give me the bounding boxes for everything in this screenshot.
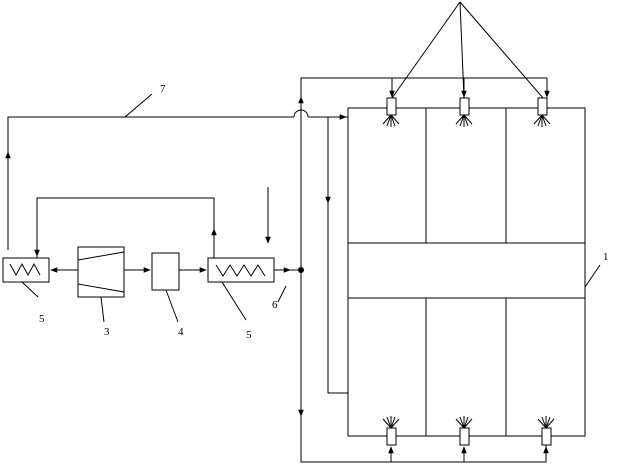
nozzle-bottom-2 xyxy=(455,416,473,446)
top-header xyxy=(298,77,550,283)
leader-7 xyxy=(124,93,153,118)
label-compressor: 3 xyxy=(104,326,110,338)
label-exchanger-right: 5 xyxy=(246,329,252,341)
top-nozzles xyxy=(382,97,551,127)
label-block: 4 xyxy=(178,326,184,338)
labels: 1 7 5 3 4 5 6 xyxy=(39,83,609,341)
compressor xyxy=(50,246,125,323)
label-exchanger-left: 5 xyxy=(39,313,45,325)
bottom-header xyxy=(298,283,549,463)
chamber xyxy=(347,107,586,437)
leader-5-left xyxy=(21,281,39,298)
inner-loop xyxy=(325,116,348,394)
nozzle-bottom-3 xyxy=(537,416,555,446)
leader-4 xyxy=(165,289,179,323)
label-pipe: 6 xyxy=(272,299,278,311)
label-return-line: 7 xyxy=(160,83,166,95)
leader-3 xyxy=(100,296,105,323)
heat-exchanger-right xyxy=(179,187,275,321)
chamber-outline xyxy=(347,107,586,437)
nozzle-pointer-lines xyxy=(391,1,544,99)
pipe-6 xyxy=(274,267,304,303)
heat-loop xyxy=(34,197,217,258)
heat-exchanger-left xyxy=(2,257,50,298)
nozzle-top-1 xyxy=(382,97,400,127)
leader-1 xyxy=(584,264,601,288)
leader-6 xyxy=(277,285,287,303)
nozzle-top-3 xyxy=(533,97,551,127)
nozzle-top-2 xyxy=(455,97,473,127)
return-line xyxy=(5,93,347,250)
nozzle-bottom-1 xyxy=(382,416,400,446)
label-chamber: 1 xyxy=(603,251,609,263)
bottom-nozzles xyxy=(382,416,555,446)
leader-5-right xyxy=(221,281,247,321)
block-unit xyxy=(124,252,180,323)
